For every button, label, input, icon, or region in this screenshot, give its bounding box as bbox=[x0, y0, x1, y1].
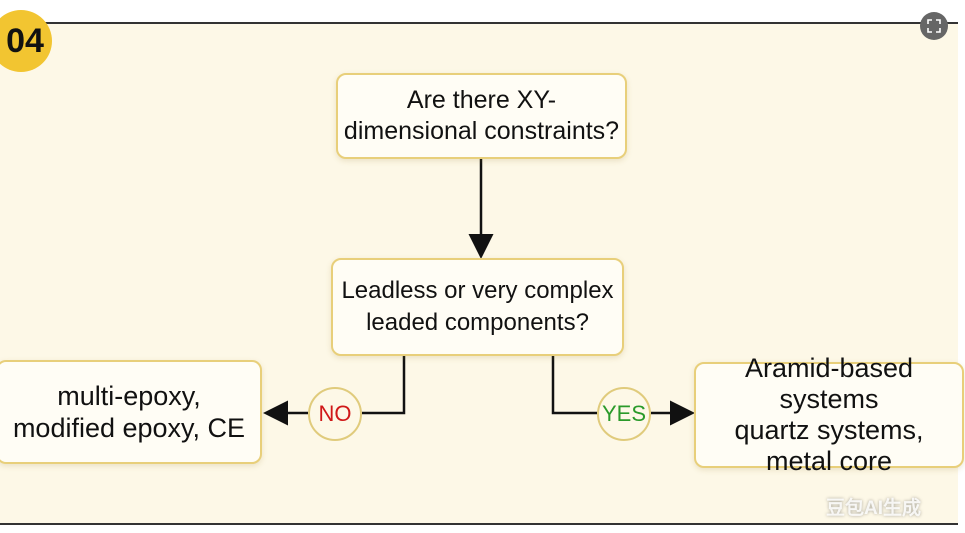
node-text: Are there XY- dimensional constraints? bbox=[343, 86, 620, 145]
edge-label-yes: YES bbox=[597, 387, 651, 441]
step-number: 04 bbox=[6, 21, 44, 60]
decision-node-leadless-components: Leadless or very complex leaded componen… bbox=[331, 258, 624, 356]
decision-node-xy-constraints: Are there XY- dimensional constraints? bbox=[336, 73, 627, 159]
result-node-yes: Aramid-based systems quartz systems, met… bbox=[694, 353, 964, 476]
node-text: multi-epoxy, modified epoxy, CE bbox=[12, 381, 246, 443]
result-node-no: multi-epoxy, modified epoxy, CE bbox=[0, 360, 262, 464]
watermark: 豆包AI生成 bbox=[826, 498, 922, 519]
edge-label-no: NO bbox=[308, 387, 362, 441]
edge-label-no-text: NO bbox=[318, 401, 352, 426]
expand-glyph bbox=[927, 19, 941, 33]
expand-icon[interactable] bbox=[920, 12, 948, 40]
edge-label-yes-text: YES bbox=[601, 401, 647, 426]
step-number-badge: 04 bbox=[0, 10, 52, 72]
node-text: Leadless or very complex leaded componen… bbox=[341, 277, 614, 336]
node-text: Aramid-based systems quartz systems, met… bbox=[734, 353, 924, 476]
